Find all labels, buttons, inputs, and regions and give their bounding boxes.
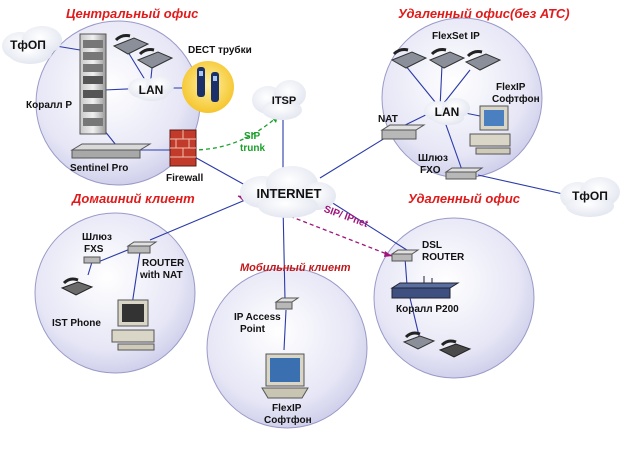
dect-label: DECT трубки bbox=[188, 45, 252, 56]
central-office-title: Центральный офис bbox=[66, 6, 199, 21]
dsl-label-1: DSL bbox=[422, 240, 442, 251]
sentinel-pro-device bbox=[70, 143, 152, 159]
sip-trunk-label-1: SIP bbox=[244, 131, 261, 142]
mobile-soft-label-1: FlexIP bbox=[272, 403, 302, 414]
korall-p-rack bbox=[79, 33, 107, 135]
dect-handsets bbox=[182, 61, 234, 113]
pstn-left-label: ТфОП bbox=[10, 38, 46, 52]
flexset-phones bbox=[390, 48, 502, 71]
firewall-bricks bbox=[169, 129, 197, 167]
pc-softphone-remote bbox=[469, 105, 511, 155]
router-nat-label-2: with NAT bbox=[140, 270, 183, 281]
flexset-label: FlexSet IP bbox=[432, 31, 480, 42]
fxo-gateway bbox=[444, 167, 484, 180]
pstn-right-label: ТфОП bbox=[572, 189, 608, 203]
lan-remote-cloud bbox=[424, 98, 470, 125]
itsp-cloud bbox=[252, 80, 306, 120]
nat-device bbox=[380, 124, 426, 140]
ap-label-2: Point bbox=[240, 324, 265, 335]
internet-label: INTERNET bbox=[256, 186, 322, 201]
internet-cloud bbox=[240, 166, 336, 218]
home-client-title: Домашний клиент bbox=[72, 191, 195, 206]
ip-phones-central bbox=[112, 34, 174, 69]
lan-remote-label: LAN bbox=[434, 105, 460, 119]
sentinel-label: Sentinel Pro bbox=[70, 163, 129, 174]
itsp-label: ITSP bbox=[271, 95, 297, 107]
korall-p200-label: Коралл Р200 bbox=[396, 304, 459, 315]
ap-label-1: IP Access bbox=[234, 312, 281, 323]
mobile-devices bbox=[261, 297, 309, 399]
ist-phone-label: IST Phone bbox=[52, 318, 101, 329]
lan-central-label: LAN bbox=[138, 83, 164, 97]
firewall-label: Firewall bbox=[166, 173, 204, 184]
korall-p-label: Коралл Р bbox=[26, 100, 73, 111]
fxs-label-1: Шлюз bbox=[82, 232, 112, 243]
pstn-right-cloud bbox=[560, 177, 620, 217]
nat-label: NAT bbox=[378, 114, 398, 125]
mobile-client-circle bbox=[206, 267, 368, 429]
flexip-soft-label-2: Софтфон bbox=[492, 94, 540, 105]
flexip-soft-label-1: FlexIP bbox=[496, 82, 526, 93]
dsl-label-2: ROUTER bbox=[422, 252, 465, 263]
remote-office-title: Удаленный офис bbox=[408, 191, 521, 206]
sip-trunk-link bbox=[191, 115, 279, 151]
pstn-left-cloud bbox=[2, 26, 62, 64]
remote-office-nopbx-title: Удаленный офис(без АТС) bbox=[398, 6, 570, 21]
remote-office-devices bbox=[390, 249, 472, 358]
fxo-label-1: Шлюз bbox=[418, 153, 448, 164]
sip-trunk-label-2: trunk bbox=[240, 143, 265, 154]
fxs-label-2: FXS bbox=[84, 244, 104, 255]
router-nat-label-1: ROUTER bbox=[142, 258, 185, 269]
mobile-client-title: Мобильный клиент bbox=[240, 262, 351, 274]
fxo-label-2: FXO bbox=[420, 165, 441, 176]
home-devices bbox=[60, 241, 158, 351]
lan-central-cloud bbox=[128, 76, 174, 101]
home-client-circle bbox=[34, 212, 196, 374]
mobile-soft-label-2: Софтфон bbox=[264, 415, 312, 426]
